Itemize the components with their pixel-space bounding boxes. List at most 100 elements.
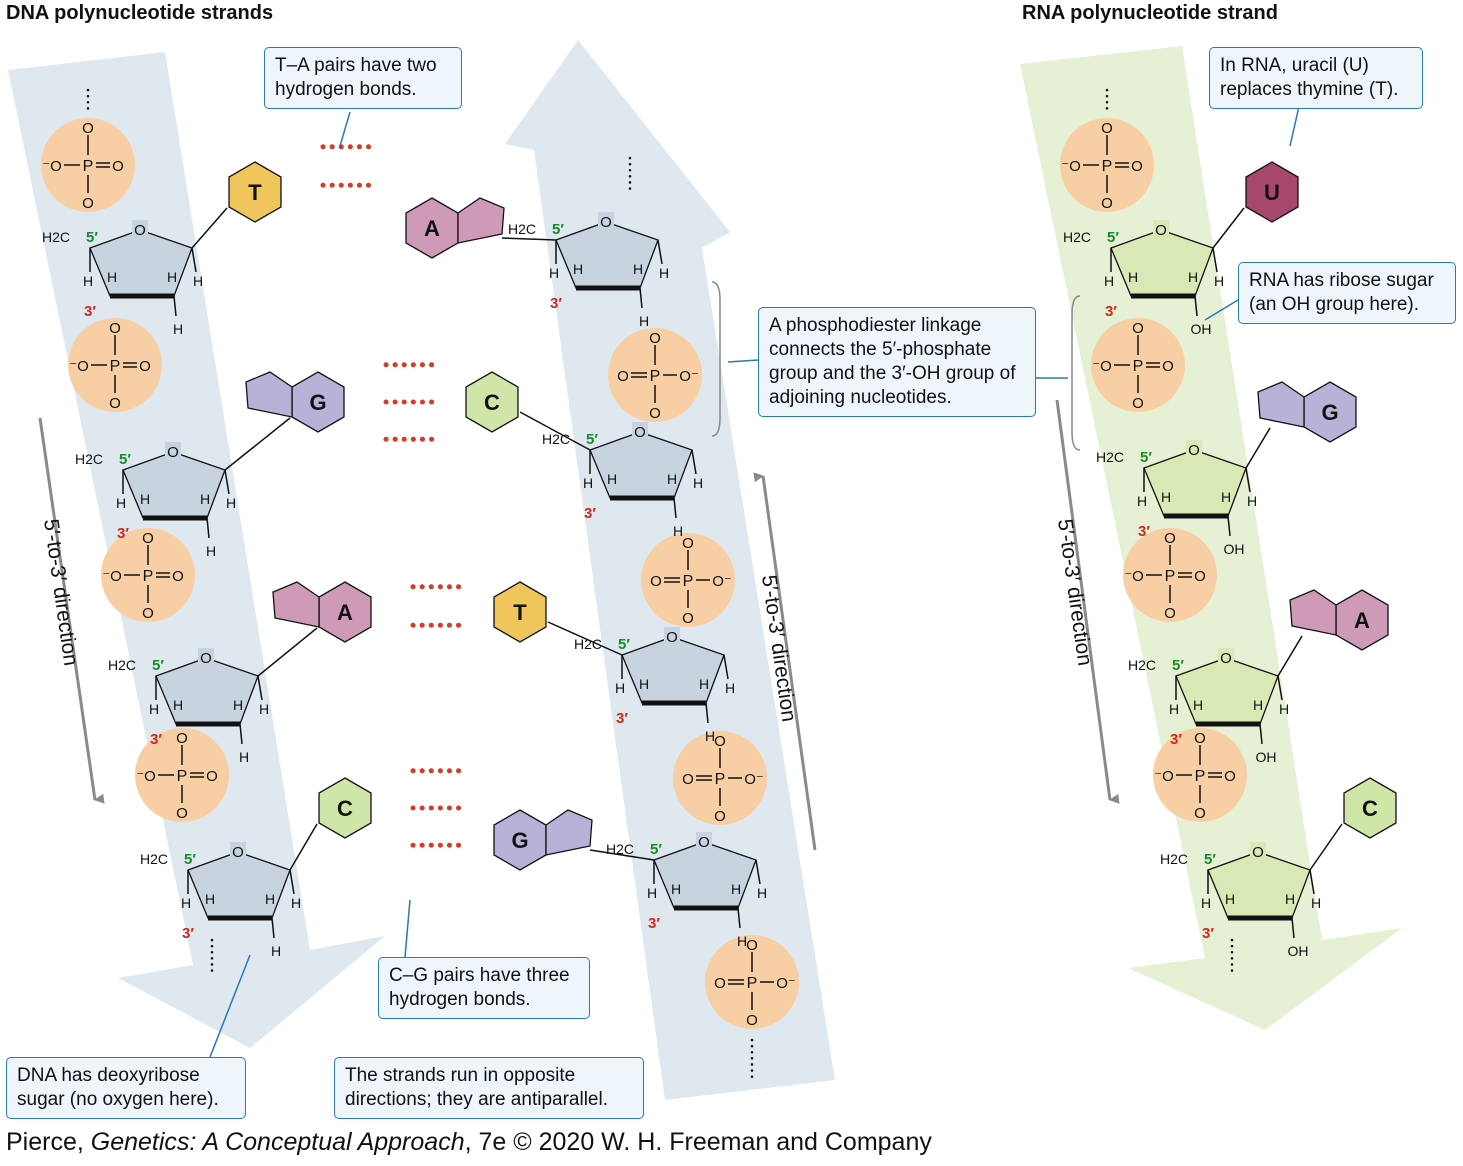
left-sugar-1-o-bg [132, 220, 148, 236]
right-sugar-3-h2: H [699, 676, 709, 692]
left-phosphate-3-p: P [143, 568, 154, 585]
left-sugar-3-3prime: 3′ [150, 731, 162, 748]
right-sugar-4-bottom-bond [737, 907, 741, 929]
right-sugar-2-3prime: 3′ [584, 505, 596, 522]
right-sugar-3-ring-o: O [666, 629, 678, 646]
right-sugar-3-o-bg [664, 627, 680, 643]
rna-sugar-4-h1: H [1225, 891, 1235, 907]
rna-sugar-2-h3: H [1137, 493, 1147, 509]
left-sugar-2-h2c: H2C [75, 451, 103, 467]
callout-ribose: RNA has ribose sugar (an OH group here). [1238, 262, 1456, 324]
right-phosphate-3-p: P [715, 771, 726, 788]
dna-left-strand-arrow [8, 52, 385, 1048]
right-sugar-2-h5: H [673, 523, 683, 539]
left-sugar-3-h2: H [233, 697, 243, 713]
left-sugar-1-h1: H [107, 269, 117, 285]
right-base-2-letter: C [484, 390, 500, 415]
left-sugar-2-5prime: 5′ [119, 451, 131, 468]
left-sugar-3-h4: H [259, 701, 269, 717]
left-sugar-1-h4: H [193, 273, 203, 289]
rna-sugar-4-h2: H [1285, 891, 1295, 907]
right-phosphate-2-o-minus: O⁻ [712, 573, 732, 590]
left-sugar-1-ring-o: O [134, 222, 146, 239]
left-sugar-4-h1: H [205, 891, 215, 907]
left-phosphate-3-circle [101, 528, 195, 622]
rna-sugar-4-hbond-r [1309, 869, 1315, 895]
right-base-3-letter: T [513, 600, 527, 625]
left-sugar-2-hbond-r [224, 469, 230, 495]
rna-phosphate-2-o-double: O [1162, 358, 1174, 375]
rna-sugar-3-o-bg [1218, 648, 1234, 664]
rna-phosphate-4-o-bottom: O [1194, 805, 1206, 822]
left-sugar-1-bottom-bond [173, 295, 177, 317]
right-base-4-imidazole [545, 809, 593, 856]
right-sugar-1-ring-o: O [600, 214, 612, 231]
left-base-3-imidazole [272, 581, 320, 628]
right-phosphate-1-o-top: O [649, 330, 661, 347]
rna-base-4-ring [1343, 777, 1397, 839]
right-phosphate-2-o-bottom: O [682, 610, 694, 627]
right-phosphate-1-o-minus: O⁻ [679, 368, 699, 385]
right-sugar-2-bottom-bond [673, 497, 677, 519]
left-sugar-4-3prime: 3′ [182, 925, 194, 942]
right-sugar-3-5prime: 5′ [618, 636, 630, 653]
left-phosphate-1-o-bottom: O [82, 195, 94, 212]
right-sugar-3-h4: H [725, 680, 735, 696]
rna-phosphate-3-circle [1123, 528, 1217, 622]
rna-phosphate-3-o-double: O [1194, 568, 1206, 585]
left-sugar-2-3prime: 3′ [117, 525, 129, 542]
right-sugar-1-h1: H [573, 261, 583, 277]
left-sugar-4-h5: H [271, 943, 281, 959]
rna-phosphate-2-o-top: O [1132, 320, 1144, 337]
right-sugar-3-3prime: 3′ [616, 710, 628, 727]
right-sugar-3-h1: H [639, 676, 649, 692]
rna-base-2-letter: G [1321, 400, 1338, 425]
left-direction-label: 5′-to-3′ direction [39, 517, 82, 667]
right-sugar-4-h1: H [671, 881, 681, 897]
figure-caption: Pierce, Genetics: A Conceptual Approach,… [6, 1128, 932, 1157]
right-phosphate-4-p: P [747, 975, 758, 992]
rna-sugar-4-h2c: H2C [1160, 851, 1188, 867]
right-sugar-3-bottom-bond [705, 702, 709, 724]
rna-sugar-2-5prime: 5′ [1140, 449, 1152, 466]
left-sugar-2-h1: H [140, 491, 150, 507]
rna-base-2-imidazole [1257, 381, 1305, 428]
left-glycosidic-2 [224, 417, 291, 471]
right-phosphate-3-o-bottom: O [714, 808, 726, 825]
left-glycosidic-3 [257, 627, 318, 677]
rna-phosphate-4-circle [1153, 728, 1247, 822]
right-phosphate-1-circle [608, 328, 702, 422]
right-phosphate-4-o-double: O [714, 975, 726, 992]
rna-sugar-3-h4: H [1279, 701, 1289, 717]
left-phosphate-2-circle [68, 318, 162, 412]
callout-ta-pairs: T–A pairs have two hydrogen bonds. [264, 47, 462, 109]
rna-sugar-1-bottom-bond [1194, 295, 1198, 317]
left-phosphate-1-o-minus: ⁻O [42, 158, 62, 175]
cg-pointer [404, 899, 411, 958]
rna-phosphate-3-o-top: O [1164, 530, 1176, 547]
right-phosphate-1-o-double: O [617, 368, 629, 385]
caption-book: Genetics: A Conceptual Approach [90, 1128, 465, 1156]
callout-uracil: In RNA, uracil (U) replaces thymine (T). [1209, 47, 1423, 109]
right-sugar-4-3prime: 3′ [648, 915, 660, 932]
rna-phosphate-2-o-bottom: O [1132, 395, 1144, 412]
rna-sugar-1-h2c: H2C [1063, 229, 1091, 245]
rna-glycosidic-2 [1245, 427, 1271, 469]
left-sugar-2-o-bg [165, 442, 181, 458]
rna-sugar-1-3prime: 3′ [1105, 303, 1117, 320]
rna-phosphate-1-o-bottom: O [1101, 195, 1113, 212]
rna-sugar-2-hbond-r [1245, 467, 1251, 493]
rna-sugar-4-bottom-bond [1291, 917, 1295, 939]
left-sugar-3-h2c: H2C [108, 657, 136, 673]
rna-sugar-2-h2c: H2C [1096, 449, 1124, 465]
rna-sugar-4-3prime: 3′ [1202, 925, 1214, 942]
rna-sugar-2-oh: OH [1224, 541, 1245, 557]
right-phosphate-4-o-bottom: O [746, 1012, 758, 1029]
right-base-1-letter: A [424, 216, 440, 241]
right-sugar-3-h3: H [615, 680, 625, 696]
left-glycosidic-1 [191, 207, 228, 249]
right-sugar-2-ring-o: O [634, 424, 646, 441]
rna-phosphate-1-o-top: O [1101, 120, 1113, 137]
left-sugar-3-h1: H [173, 697, 183, 713]
